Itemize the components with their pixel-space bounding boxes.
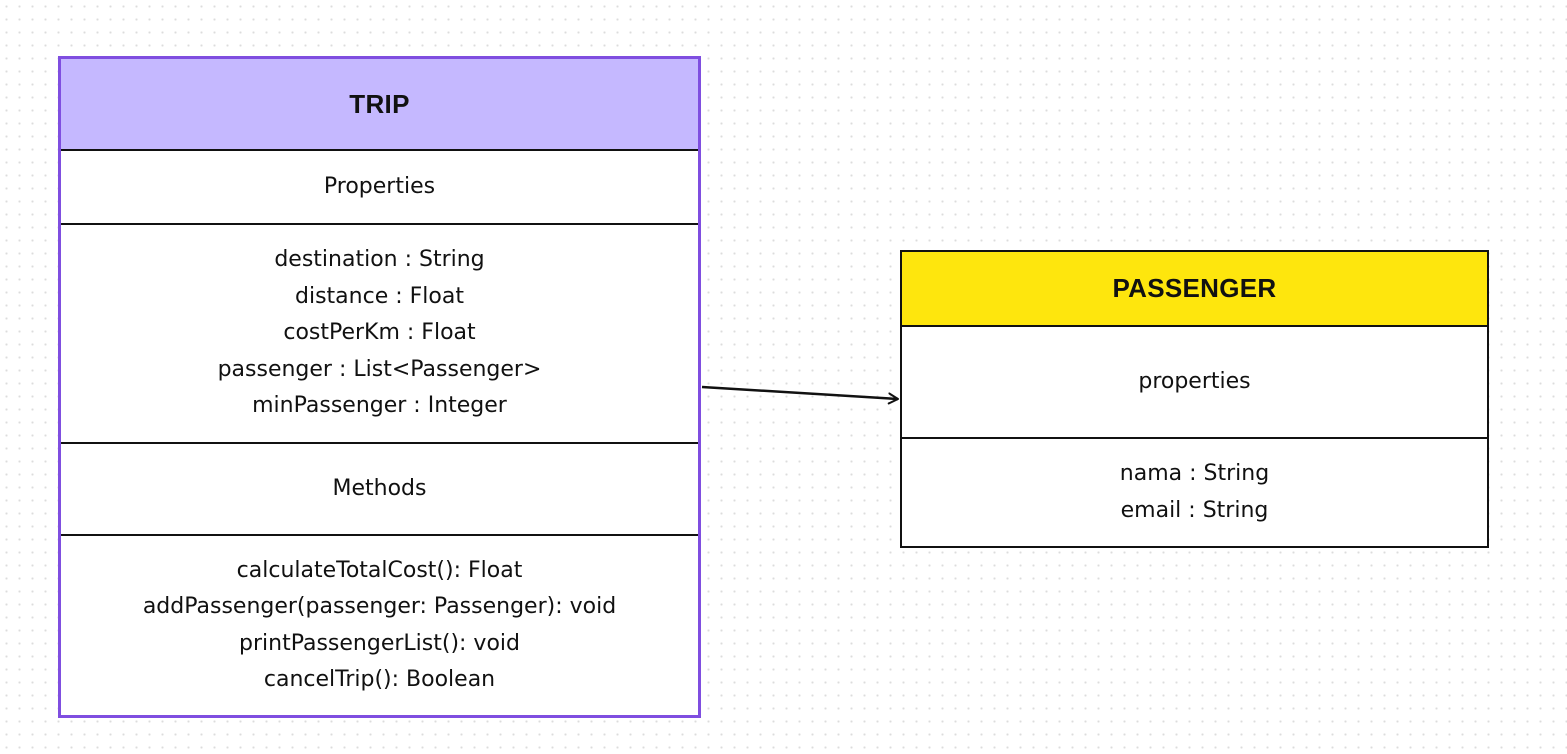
passenger-properties-compartment: nama : String email : String bbox=[902, 439, 1487, 546]
trip-to-passenger-arrow[interactable] bbox=[701, 385, 899, 405]
trip-property-distance: distance : Float bbox=[295, 283, 464, 309]
passenger-property-nama: nama : String bbox=[1119, 461, 1270, 486]
passenger-class-title: PASSENGER bbox=[902, 252, 1487, 327]
trip-property-min-passenger: minPassenger : Integer bbox=[252, 393, 507, 419]
trip-method-add-passenger: addPassenger(passenger: Passenger): void bbox=[142, 594, 617, 619]
trip-property-passenger: passenger : List<Passenger> bbox=[217, 356, 542, 382]
trip-properties-label: Properties bbox=[61, 151, 698, 225]
trip-property-destination: destination : String bbox=[274, 247, 485, 273]
trip-properties-compartment: destination : String distance : Float co… bbox=[61, 225, 698, 444]
trip-methods-compartment: calculateTotalCost(): Float addPassenger… bbox=[61, 536, 698, 715]
trip-class-title: TRIP bbox=[61, 59, 698, 151]
trip-method-cancel-trip: cancelTrip(): Boolean bbox=[263, 667, 496, 692]
trip-method-print-passenger-list: printPassengerList(): void bbox=[239, 630, 520, 656]
trip-method-calculate-total-cost: calculateTotalCost(): Float bbox=[236, 557, 523, 583]
passenger-property-email: email : String bbox=[1120, 497, 1269, 523]
trip-methods-label: Methods bbox=[61, 444, 698, 536]
trip-class-box[interactable]: TRIP Properties destination : String dis… bbox=[58, 56, 701, 718]
trip-property-cost-per-km: costPerKm : Float bbox=[283, 320, 476, 346]
passenger-properties-label: properties bbox=[902, 327, 1487, 439]
passenger-class-box[interactable]: PASSENGER properties nama : String email… bbox=[900, 250, 1489, 548]
